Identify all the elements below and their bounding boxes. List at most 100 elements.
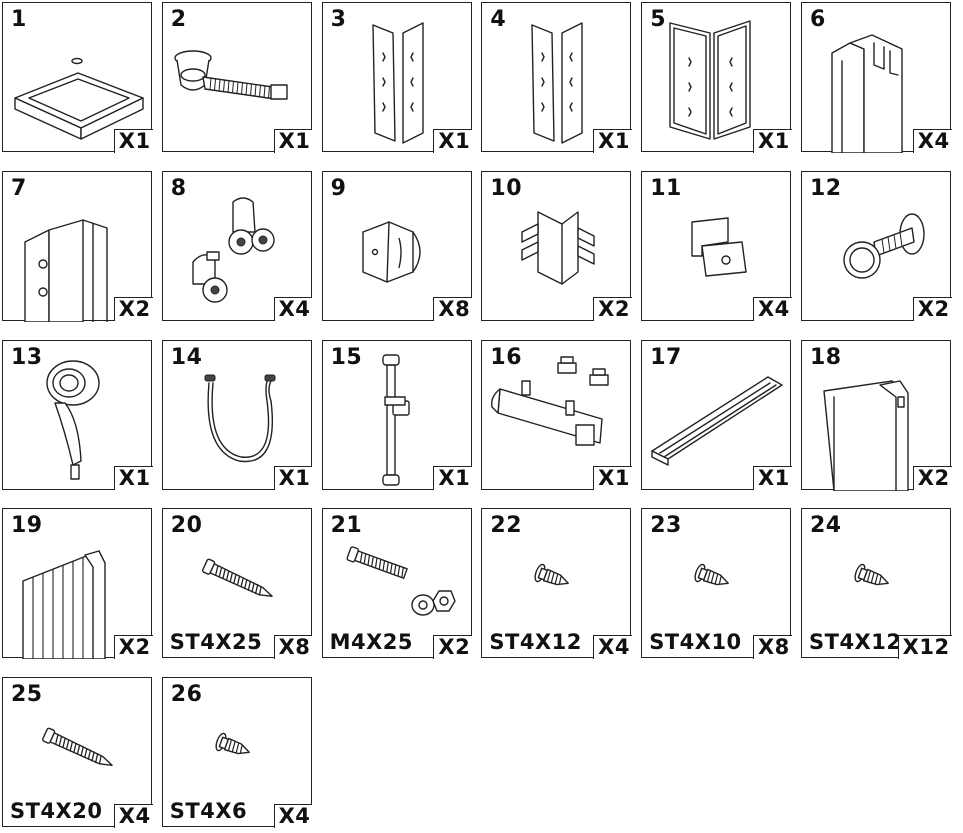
part-cell-24: 24 ST4X12 X12 [801, 508, 952, 659]
part-quantity: X2 [912, 466, 952, 491]
part-number: 7 [11, 175, 27, 201]
part-quantity: X2 [593, 297, 632, 322]
part-number: 13 [11, 344, 43, 370]
part-quantity: X1 [593, 466, 632, 491]
part-quantity: X1 [433, 466, 473, 491]
door-knob-icon [802, 172, 952, 322]
corner-bracket-icon [323, 172, 473, 322]
part-cell-14: 14 X1 [161, 339, 313, 491]
part-number: 1 [11, 7, 27, 32]
drain-waste-hose-icon [163, 3, 313, 153]
part-cell-1: 1 X1 [2, 2, 153, 153]
part-quantity: X4 [912, 128, 952, 153]
hand-shower-icon [3, 341, 153, 491]
side-panel-pair-icon [482, 3, 632, 153]
part-cell-22: 22 ST4X12 X4 [481, 508, 632, 659]
part-cell-17: 17 X1 [641, 339, 792, 491]
part-cell-16: 16 X1 [481, 339, 632, 491]
door-profile-icon [802, 341, 952, 491]
part-number: 17 [650, 344, 682, 370]
slide-rail-icon [323, 341, 473, 491]
part-number: 20 [170, 513, 203, 539]
part-number: 15 [330, 344, 363, 370]
shower-hose-icon [163, 341, 313, 491]
part-cell-12: 12 X2 [801, 170, 952, 322]
door-roller-icon [163, 172, 313, 322]
part-quantity: X2 [433, 634, 473, 659]
part-number: 16 [490, 344, 523, 370]
part-cell-11: 11 X4 [641, 170, 792, 322]
part-cell-9: 9 X8 [321, 170, 473, 322]
part-cell-8: 8 X4 [161, 170, 313, 322]
part-cell-21: 21 M4X25 X2 [321, 508, 473, 659]
part-code: ST4X20 [10, 799, 103, 824]
part-quantity: X12 [897, 634, 952, 659]
part-cell-20: 20 ST4X25 X8 [161, 508, 313, 659]
part-cell-6: 6 X4 [801, 2, 952, 153]
part-quantity: X2 [113, 634, 153, 659]
part-number: 19 [11, 513, 43, 539]
part-number: 12 [810, 175, 842, 201]
part-cell-25: 25 ST4X20 X4 [2, 677, 153, 828]
part-quantity: X1 [273, 466, 313, 491]
part-quantity: X8 [433, 297, 473, 322]
part-quantity: X2 [113, 297, 153, 322]
bolt-washer-nut-icon [323, 509, 473, 659]
part-quantity: X1 [113, 466, 153, 491]
part-code: ST4X6 [169, 799, 248, 824]
part-cell-5: 5 X1 [641, 2, 792, 153]
part-cell-7: 7 X2 [2, 170, 153, 322]
part-number: 21 [330, 513, 363, 539]
part-number: 23 [650, 513, 682, 539]
part-cell-13: 13 X1 [2, 339, 153, 491]
ribbed-profile-icon [3, 509, 153, 660]
part-number: 24 [810, 513, 842, 539]
part-cell-3: 3 X1 [321, 2, 473, 153]
thermostatic-mixer-icon [482, 341, 632, 491]
part-quantity: X2 [912, 297, 952, 322]
part-number: 4 [490, 7, 507, 32]
track-rail-icon [642, 341, 792, 491]
part-number: 6 [810, 7, 826, 32]
part-quantity: X1 [113, 128, 153, 153]
part-quantity: X4 [752, 297, 792, 322]
part-quantity: X8 [752, 634, 792, 659]
part-cell-15: 15 X1 [321, 339, 473, 491]
part-number: 25 [11, 682, 43, 708]
part-number: 5 [650, 7, 666, 32]
part-number: 14 [170, 344, 203, 370]
part-cell-2: 2 X1 [161, 2, 313, 153]
part-number: 8 [170, 175, 187, 201]
part-quantity: X8 [273, 634, 313, 659]
part-quantity: X4 [273, 803, 313, 828]
corner-joint-icon [482, 172, 632, 322]
part-cell-26: 26 ST4X6 X4 [161, 677, 313, 828]
part-number: 11 [650, 175, 682, 201]
part-number: 9 [330, 175, 347, 201]
part-code: ST4X10 [649, 630, 742, 655]
part-cell-4: 4 X1 [481, 2, 632, 153]
part-quantity: X4 [113, 803, 153, 828]
part-code: ST4X12 [809, 630, 902, 655]
part-cell-23: 23 ST4X10 X8 [641, 508, 792, 659]
part-number: 22 [490, 513, 523, 539]
part-quantity: X1 [273, 128, 313, 153]
part-number: 10 [490, 175, 523, 201]
framed-panel-pair-icon [642, 3, 792, 153]
part-number: 18 [810, 344, 842, 370]
mounting-bracket-icon [642, 172, 792, 322]
part-code: M4X25 [329, 630, 414, 655]
part-quantity: X1 [593, 128, 632, 153]
part-number: 3 [330, 7, 347, 32]
part-quantity: X1 [433, 128, 473, 153]
part-number: 2 [170, 7, 187, 32]
part-number: 26 [170, 682, 203, 708]
part-quantity: X4 [593, 634, 632, 659]
part-cell-10: 10 X2 [481, 170, 632, 322]
part-cell-19: 19 X2 [2, 508, 153, 660]
part-quantity: X1 [752, 128, 792, 153]
wall-profile-icon [802, 3, 952, 153]
part-code: ST4X25 [169, 630, 263, 655]
part-code: ST4X12 [489, 630, 582, 655]
shower-tray-icon [3, 3, 153, 153]
